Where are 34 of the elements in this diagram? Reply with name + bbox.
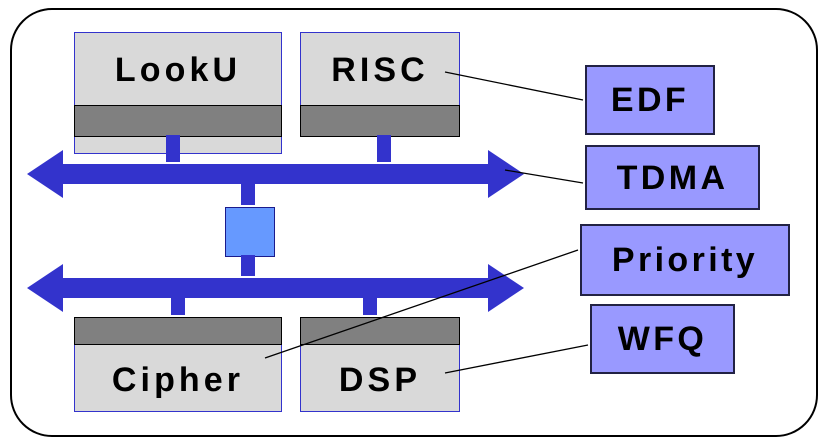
interface-bar <box>300 105 460 137</box>
bus-connector <box>241 182 255 205</box>
leader-line <box>444 71 584 101</box>
core-block <box>300 32 460 137</box>
chip-outline <box>10 8 818 437</box>
block-label: LookU <box>114 52 242 86</box>
block-label: Priority <box>612 243 758 277</box>
bus-arrow <box>27 264 524 312</box>
bus-connector <box>171 296 185 315</box>
interface-bar <box>74 105 282 137</box>
block-label: Cipher <box>112 362 244 396</box>
block-label: TDMA <box>616 160 728 194</box>
policy-box <box>585 65 715 135</box>
block-label: EDF <box>610 83 690 117</box>
leader-line <box>444 344 588 374</box>
policy-box <box>580 224 790 296</box>
block-label: DSP <box>338 362 422 396</box>
bridge-block <box>225 207 275 257</box>
bus-connector <box>166 135 180 162</box>
policy-box <box>590 304 735 374</box>
leader-line <box>504 169 584 184</box>
core-block <box>74 317 282 412</box>
bus-connector <box>377 135 391 162</box>
block-label: WFQ <box>618 322 708 356</box>
core-block <box>74 32 282 154</box>
interface-bar <box>74 317 282 345</box>
leader-line <box>264 249 578 359</box>
interface-bar <box>300 317 460 345</box>
bus-connector <box>241 255 255 276</box>
block-label: RISC <box>331 52 429 86</box>
core-block <box>300 317 460 412</box>
bus-arrow <box>27 150 524 198</box>
bus-connector <box>363 296 377 315</box>
policy-box <box>585 145 760 210</box>
